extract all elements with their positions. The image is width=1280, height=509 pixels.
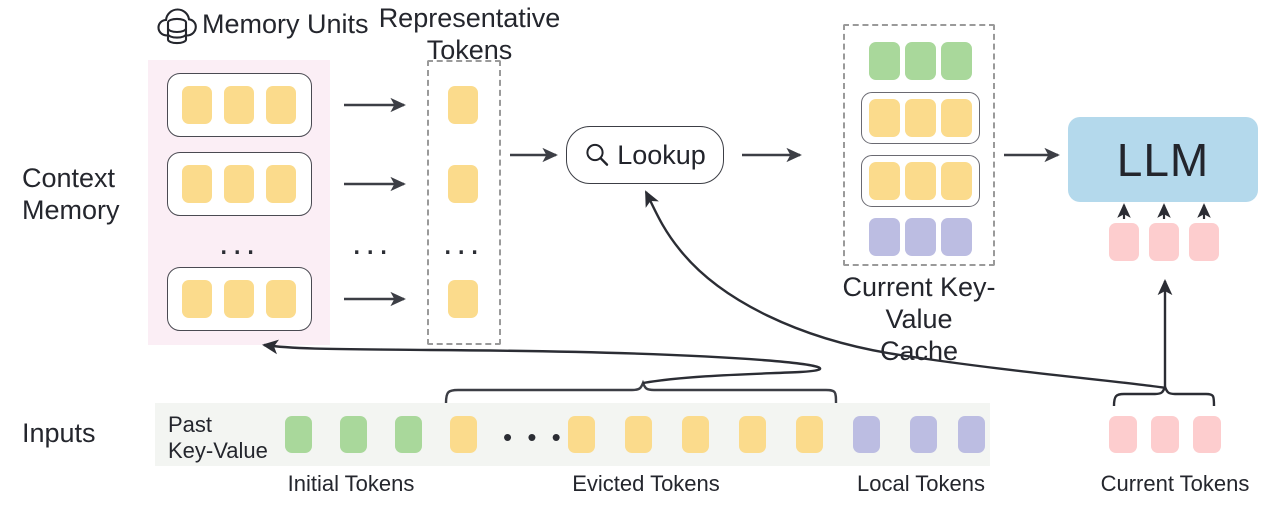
- lookup-button[interactable]: Lookup: [566, 126, 724, 184]
- memory-unit-1-token-1: [182, 86, 212, 124]
- representative-token-3: [448, 280, 478, 318]
- kv-cache-row-1-token-3: [941, 42, 972, 80]
- kv-cache-row-4-token-1: [869, 218, 900, 256]
- caption-evicted-tokens: Evicted Tokens: [572, 471, 720, 496]
- input-token-initial-1: [285, 416, 312, 453]
- arrows-column-ellipsis: ...: [352, 224, 393, 262]
- memory-unit-2-token-1: [182, 165, 212, 203]
- input-token-evicted-1: [450, 416, 477, 453]
- input-sequence-ellipsis: • • •: [503, 422, 565, 452]
- input-token-local-1: [853, 416, 880, 453]
- input-token-evicted-5: [739, 416, 766, 453]
- current-tokens-brace: [1112, 383, 1216, 407]
- kv-cache-row-3-token-1: [869, 162, 900, 200]
- memory-unit-3-token-2: [224, 280, 254, 318]
- caption-current-tokens: Current Tokens: [1100, 471, 1250, 496]
- representative-tokens-label: Representative Tokens: [378, 3, 561, 65]
- inputs-row-label: Inputs: [22, 418, 96, 448]
- current-token-3: [1193, 416, 1221, 453]
- memory-unit-1-token-3: [266, 86, 296, 124]
- llm-box[interactable]: LLM: [1068, 117, 1258, 202]
- context-memory-row-label: Context Memory: [22, 163, 120, 225]
- input-token-local-2: [910, 416, 937, 453]
- input-token-local-3: [958, 416, 985, 453]
- memory-units-ellipsis: ...: [219, 224, 260, 262]
- memory-unit-2-token-3: [266, 165, 296, 203]
- kv-cache-row-2-token-3: [941, 99, 972, 137]
- input-token-initial-3: [395, 416, 422, 453]
- input-token-evicted-4: [682, 416, 709, 453]
- input-token-evicted-2: [568, 416, 595, 453]
- kv-cache-row-1-token-1: [869, 42, 900, 80]
- lookup-label: Lookup: [617, 139, 706, 170]
- kv-cache-row-2-token-1: [869, 99, 900, 137]
- input-token-evicted-6: [796, 416, 823, 453]
- input-token-evicted-3: [625, 416, 652, 453]
- evicted-tokens-brace: [444, 379, 838, 404]
- kv-cache-row-2-token-2: [905, 99, 936, 137]
- memory-unit-2-token-2: [224, 165, 254, 203]
- current-token-2: [1151, 416, 1179, 453]
- caption-initial-tokens: Initial Tokens: [287, 471, 415, 496]
- memory-unit-1-token-2: [224, 86, 254, 124]
- memory-units-label: Memory Units: [202, 9, 369, 39]
- memory-unit-3-token-1: [182, 280, 212, 318]
- current-kv-cache-label: Current Key-Value Cache: [842, 272, 996, 366]
- llm-input-token-3: [1189, 223, 1219, 261]
- representative-token-2: [448, 165, 478, 203]
- representative-token-1: [448, 86, 478, 124]
- kv-cache-row-3-token-3: [941, 162, 972, 200]
- arrow-evicted-to-context-memory: [262, 339, 822, 385]
- kv-cache-row-4-token-3: [941, 218, 972, 256]
- magnifier-icon: [584, 142, 610, 168]
- caption-local-tokens: Local Tokens: [856, 471, 985, 496]
- kv-cache-row-1-token-2: [905, 42, 936, 80]
- representative-tokens-ellipsis: ...: [443, 224, 484, 262]
- input-token-initial-2: [340, 416, 367, 453]
- kv-cache-row-4-token-2: [905, 218, 936, 256]
- past-key-value-label: Past Key-Value: [168, 412, 268, 463]
- cloud-database-icon: [156, 5, 198, 47]
- kv-cache-row-3-token-2: [905, 162, 936, 200]
- memory-unit-3-token-3: [266, 280, 296, 318]
- current-token-1: [1109, 416, 1137, 453]
- llm-input-token-1: [1109, 223, 1139, 261]
- llm-label: LLM: [1116, 133, 1210, 186]
- llm-input-token-2: [1149, 223, 1179, 261]
